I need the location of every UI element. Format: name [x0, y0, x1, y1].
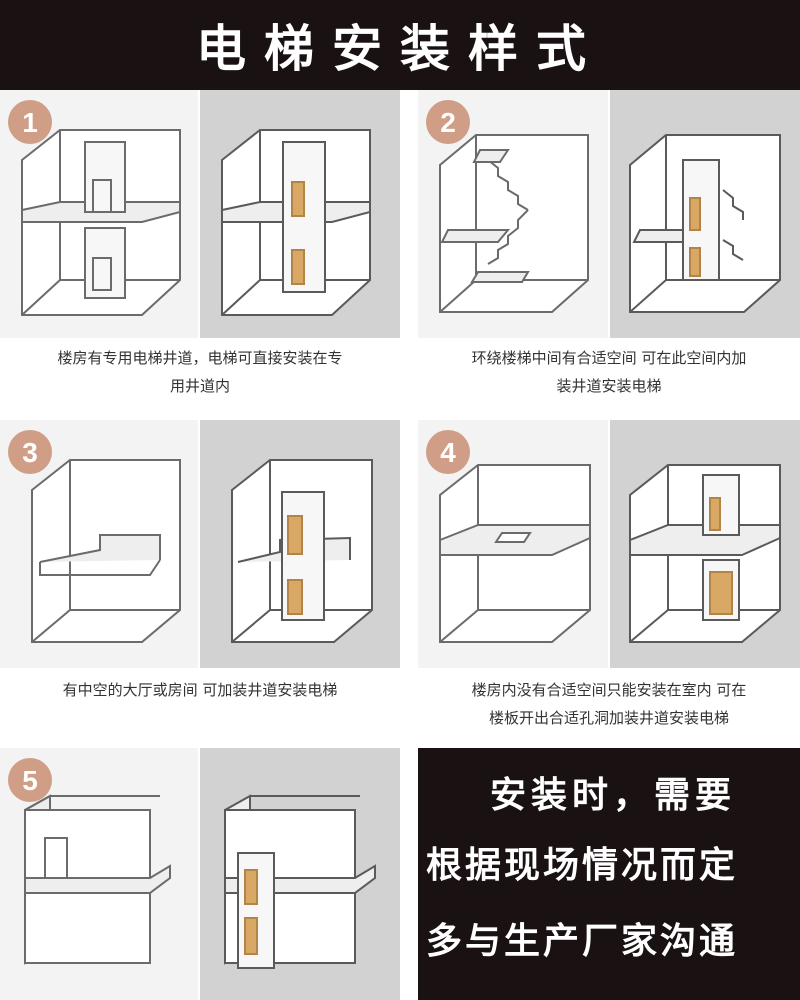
panel-4: 4: [418, 420, 800, 668]
svg-text:2: 2: [440, 107, 456, 138]
note-line-3: 多与生产厂家沟通: [426, 920, 739, 962]
note-line-2: 根据现场情况而定: [426, 844, 739, 886]
caption-1: 楼房有专用电梯井道，电梯可直接安装在专 用井道内: [0, 344, 400, 400]
illustration-atrium: [31, 459, 181, 643]
caption-line: 楼房有专用电梯井道，电梯可直接安装在专: [57, 349, 343, 367]
panel-2: 2: [418, 90, 800, 338]
caption-line: 装井道安装电梯: [556, 377, 662, 395]
title-banner: 电梯安装样式: [0, 0, 800, 90]
svg-text:4: 4: [440, 437, 456, 468]
number-badge-1: 1: [8, 100, 52, 144]
caption-3: 有中空的大厅或房间 可加装井道安装电梯: [0, 676, 400, 704]
caption-line: 环绕楼梯中间有合适空间 可在此空间内加: [471, 349, 747, 367]
svg-text:1: 1: [22, 107, 38, 138]
panel-1: 1: [0, 90, 400, 338]
number-badge-5: 5: [8, 758, 52, 802]
svg-text:3: 3: [22, 437, 38, 468]
illustration-stairwell-elevator: [629, 134, 781, 313]
caption-line: 有中空的大厅或房间 可加装井道安装电梯: [62, 681, 338, 699]
svg-text:5: 5: [22, 765, 38, 796]
illustration-floor-opening: [439, 464, 591, 643]
number-badge-2: 2: [426, 100, 470, 144]
number-badge-3: 3: [8, 430, 52, 474]
installation-note: 安装时，需要 根据现场情况而定 多与生产厂家沟通: [418, 748, 800, 1000]
illustration-floor-elevator: [629, 464, 781, 643]
illustration-stairwell: [439, 134, 589, 313]
number-badge-4: 4: [426, 430, 470, 474]
illustration-atrium-elevator: [231, 459, 373, 643]
caption-2: 环绕楼梯中间有合适空间 可在此空间内加 装井道安装电梯: [418, 344, 800, 400]
caption-line: 楼房内没有合适空间只能安装在室内 可在: [471, 681, 747, 699]
caption-line: 用井道内: [169, 377, 230, 395]
panel-3: 3: [0, 420, 400, 668]
caption-4: 楼房内没有合适空间只能安装在室内 可在 楼板开出合适孔洞加装井道安装电梯: [418, 676, 800, 732]
caption-line: 楼板开出合适孔洞加装井道安装电梯: [488, 709, 729, 727]
panel-5: 5: [0, 748, 400, 1000]
note-line-1: 安装时，需要: [490, 774, 737, 816]
illustration-shaft-elevator: [221, 129, 371, 316]
illustration-shaft-building: [21, 129, 181, 316]
illustration-exterior-elevator: [224, 794, 376, 969]
illustration-exterior-wall: [24, 794, 171, 965]
page-title: 电梯安装样式: [196, 19, 604, 78]
